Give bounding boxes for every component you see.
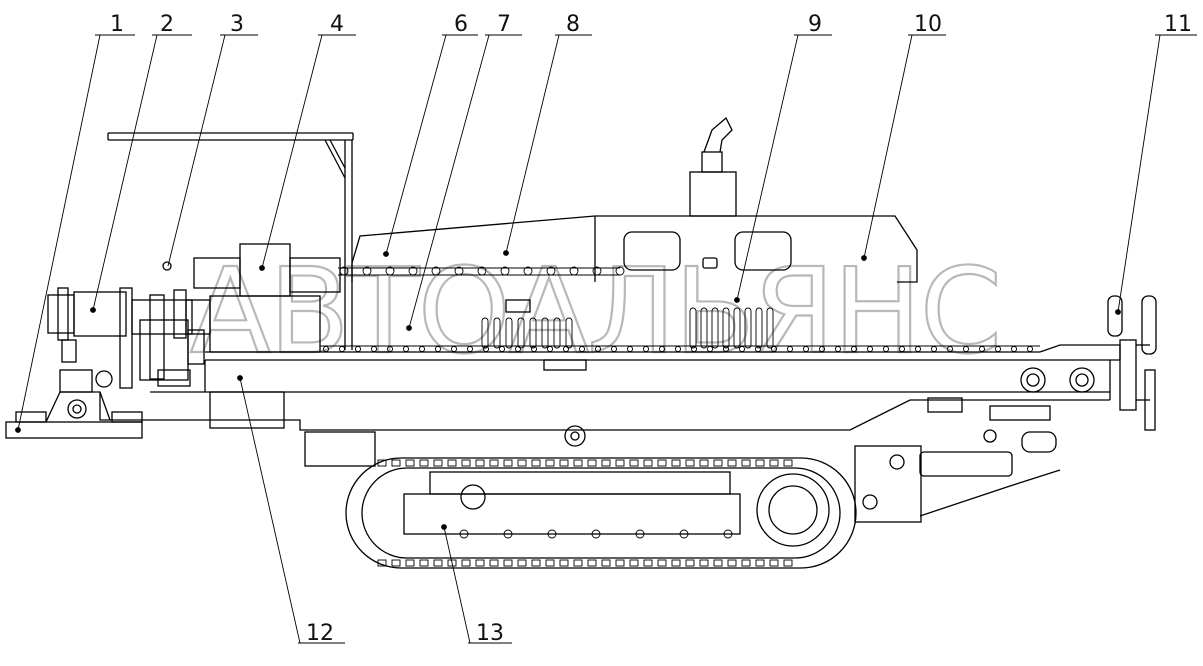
rotary-head	[5, 261, 211, 439]
callout-2: 2	[160, 12, 174, 37]
main-beam	[99, 295, 1157, 453]
callout-3: 3	[230, 12, 244, 37]
callout-13: 13	[476, 621, 504, 646]
callout-8: 8	[566, 12, 580, 37]
upper-housing	[351, 116, 918, 283]
canopy-frame	[107, 132, 354, 350]
watermark-text: АВТОАЛЬЯНС	[190, 242, 1000, 380]
callout-12: 12	[306, 621, 334, 646]
callout-6: 6	[454, 12, 468, 37]
callout-dots	[15, 250, 1121, 530]
callout-10: 10	[914, 12, 942, 37]
callout-1: 1	[110, 12, 124, 37]
upper-chain	[338, 266, 625, 276]
callout-11: 11	[1164, 12, 1192, 37]
callout-9: 9	[808, 12, 822, 37]
rear-support	[854, 429, 1061, 523]
gearbox	[193, 243, 341, 429]
callout-leaders	[17, 34, 1197, 644]
callout-7: 7	[497, 12, 511, 37]
crawler-track	[304, 425, 857, 569]
callout-labels: 1 2 3 4 6 7 8 9 10 11 12 13	[110, 12, 1192, 646]
callout-4: 4	[330, 12, 344, 37]
